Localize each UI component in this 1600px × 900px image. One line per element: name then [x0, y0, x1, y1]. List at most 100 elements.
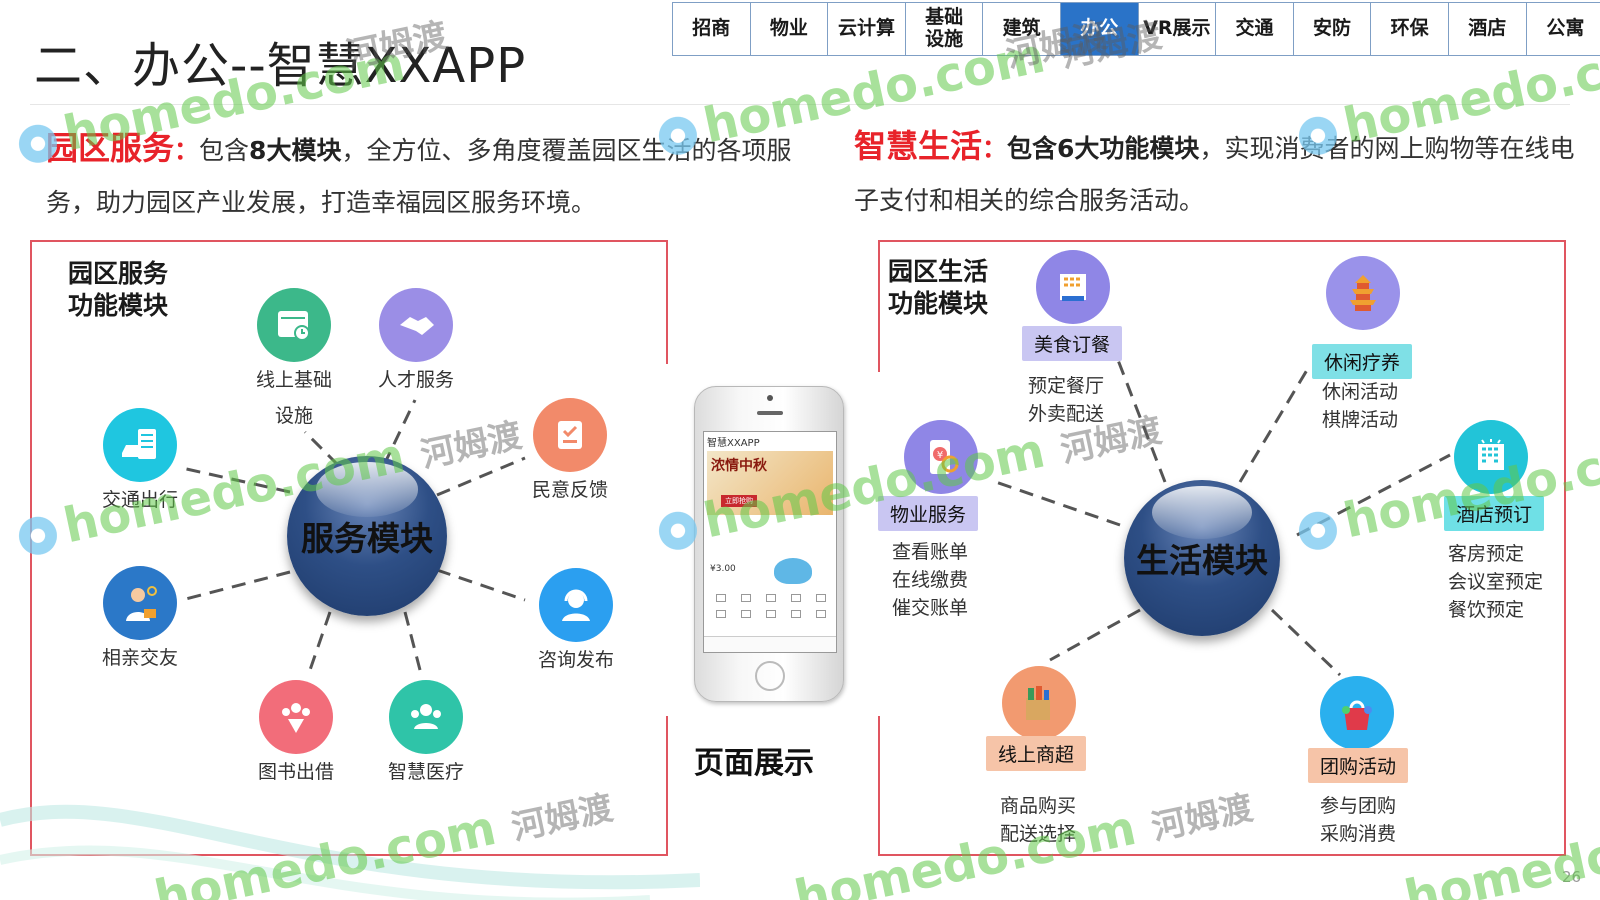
infrastructure-icon: [257, 288, 331, 362]
tab-infrastructure[interactable]: 基础 设施: [905, 3, 984, 55]
intro-right-heading: 智慧生活: [854, 127, 983, 165]
hotel-icon: [1454, 420, 1528, 494]
service-node-label: 咨询发布: [537, 649, 614, 671]
phone-home-button[interactable]: [755, 661, 785, 691]
page-number: 26: [1562, 868, 1582, 886]
phone-camera: [767, 395, 773, 401]
feedback-icon: [533, 398, 607, 472]
page-display-label: 页面展示: [694, 746, 814, 781]
intro-left-bold: 8大模块: [249, 136, 342, 165]
life-tag-food[interactable]: 美食订餐: [1022, 326, 1123, 361]
title-divider: [30, 104, 1570, 105]
service-node-label: 图书出借: [257, 761, 334, 783]
life-desc-groupbuy: 参与团购 采购消费: [1320, 795, 1397, 845]
businessman-icon: [103, 566, 177, 640]
app-menu-grid: [708, 594, 834, 618]
app-price: ¥3.00: [710, 564, 736, 574]
service-node-infrastructure[interactable]: 线上基础 设施: [244, 288, 344, 434]
life-tag-leisure[interactable]: 休闲疗养: [1312, 344, 1413, 379]
grocery-bag-icon: [1002, 666, 1076, 740]
app-grid-icon[interactable]: [816, 610, 827, 618]
tab-vr[interactable]: VR展示: [1138, 3, 1217, 55]
intro-left-colon: ：: [174, 136, 200, 165]
app-tab-bar[interactable]: [704, 636, 836, 652]
service-node-label: 人才服务: [377, 369, 454, 391]
life-desc-market: 商品购买 配送选择: [1000, 795, 1077, 845]
service-node-label: 交通出行: [101, 489, 178, 511]
app-grid-icon[interactable]: [740, 594, 751, 602]
service-node-traffic[interactable]: 交通出行: [90, 408, 190, 518]
pagoda-icon: [1326, 256, 1400, 330]
page-title: 二、办公--智慧XXAPP: [34, 38, 527, 94]
tab-traffic[interactable]: 交通: [1216, 3, 1294, 55]
life-tag-groupbuy[interactable]: 团购活动: [1308, 748, 1409, 783]
service-hub: 服务模块: [287, 456, 447, 616]
service-node-label: 线上基础 设施: [255, 369, 332, 427]
app-banner-text: 浓情中秋: [711, 458, 767, 474]
service-node-medical[interactable]: 智慧医疗: [376, 680, 476, 790]
life-tag-market[interactable]: 线上商超: [986, 736, 1087, 771]
tab-hotel[interactable]: 酒店: [1448, 3, 1527, 55]
hotel-building-icon: [1036, 250, 1110, 324]
phone-mockup: 智慧XXAPP 浓情中秋 立即抢购 ¥3.00: [694, 386, 844, 702]
tab-apartment[interactable]: 公寓: [1526, 3, 1600, 55]
app-title: 智慧XXAPP: [707, 438, 760, 449]
frame-gap: [874, 372, 886, 716]
service-module-heading: 园区服务 功能模块: [68, 259, 169, 320]
life-desc-food: 预定餐厅 外卖配送: [1028, 375, 1105, 425]
tab-office[interactable]: 办公: [1060, 3, 1139, 55]
service-node-feedback[interactable]: 民意反馈: [520, 398, 620, 508]
intro-park-service: 园区服务：包含8大模块，全方位、多角度覆盖园区生活的各项服务，助力园区产业发展，…: [46, 122, 806, 229]
traffic-icon: [103, 408, 177, 482]
life-desc-leisure: 休闲活动 棋牌活动: [1322, 381, 1399, 431]
mascot-icon: [774, 558, 812, 584]
tab-environment[interactable]: 环保: [1371, 3, 1449, 55]
app-grid-icon[interactable]: [816, 594, 827, 602]
app-grid-icon[interactable]: [791, 594, 802, 602]
tab-zhaoshang[interactable]: 招商: [673, 3, 751, 55]
tab-building[interactable]: 建筑: [983, 3, 1061, 55]
headset-user-icon: [539, 568, 613, 642]
shopping-bag-icon: [1320, 676, 1394, 750]
handshake-icon: [379, 288, 453, 362]
intro-right-colon: ：: [982, 134, 1008, 163]
app-grid-icon[interactable]: [715, 594, 726, 602]
intro-left-text: ，全方位、多角度覆盖园区生活的各项服务，助力园区产业发展，打造幸福园区服务环境。: [46, 136, 792, 217]
app-grid-icon[interactable]: [765, 610, 776, 618]
life-tag-property[interactable]: 物业服务: [878, 496, 979, 531]
tab-security[interactable]: 安防: [1293, 3, 1372, 55]
life-hub-label: 生活模块: [1136, 541, 1268, 580]
svg-text:¥: ¥: [937, 450, 943, 461]
life-tag-hotel[interactable]: 酒店预订: [1444, 496, 1545, 531]
service-node-library[interactable]: 图书出借: [246, 680, 346, 790]
app-banner[interactable]: 浓情中秋 立即抢购: [707, 451, 833, 515]
tab-wuye[interactable]: 物业: [750, 3, 829, 55]
service-node-dating[interactable]: 相亲交友: [90, 566, 190, 676]
life-module-heading: 园区生活 功能模块: [888, 257, 989, 318]
app-grid-icon[interactable]: [765, 594, 776, 602]
library-group-icon: [259, 680, 333, 754]
life-desc-property: 查看账单 在线缴费 催交账单: [892, 541, 969, 619]
service-hub-label: 服务模块: [301, 519, 433, 558]
category-nav: 招商 物业 云计算 基础 设施 建筑 办公 VR展示 交通 安防 环保 酒店 公…: [672, 2, 1600, 56]
payment-phone-icon: ¥: [904, 420, 978, 494]
app-grid-icon[interactable]: [791, 610, 802, 618]
app-banner-button[interactable]: 立即抢购: [721, 495, 757, 507]
phone-screen: 智慧XXAPP 浓情中秋 立即抢购 ¥3.00: [703, 431, 837, 653]
intro-right-bold: 包含6大功能模块: [1007, 134, 1200, 163]
medical-group-icon: [389, 680, 463, 754]
life-desc-hotel: 客房预定 会议室预定 餐饮预定: [1448, 543, 1544, 621]
frame-gap: [660, 364, 672, 716]
intro-right-text: ，实现消费者的网上购物等在线电子支付和相关的综合服务活动。: [854, 134, 1575, 215]
phone-speaker: [757, 411, 783, 415]
app-grid-icon[interactable]: [715, 610, 726, 618]
life-hub: 生活模块: [1124, 480, 1280, 636]
app-grid-icon[interactable]: [740, 610, 751, 618]
service-node-label: 民意反馈: [531, 479, 608, 501]
service-node-label: 相亲交友: [101, 647, 178, 669]
service-node-consulting[interactable]: 咨询发布: [526, 568, 626, 678]
intro-left-heading: 园区服务: [46, 129, 175, 167]
intro-smart-life: 智慧生活：包含6大功能模块，实现消费者的网上购物等在线电子支付和相关的综合服务活…: [854, 120, 1584, 227]
tab-cloud[interactable]: 云计算: [828, 3, 906, 55]
service-node-talent[interactable]: 人才服务: [366, 288, 466, 398]
